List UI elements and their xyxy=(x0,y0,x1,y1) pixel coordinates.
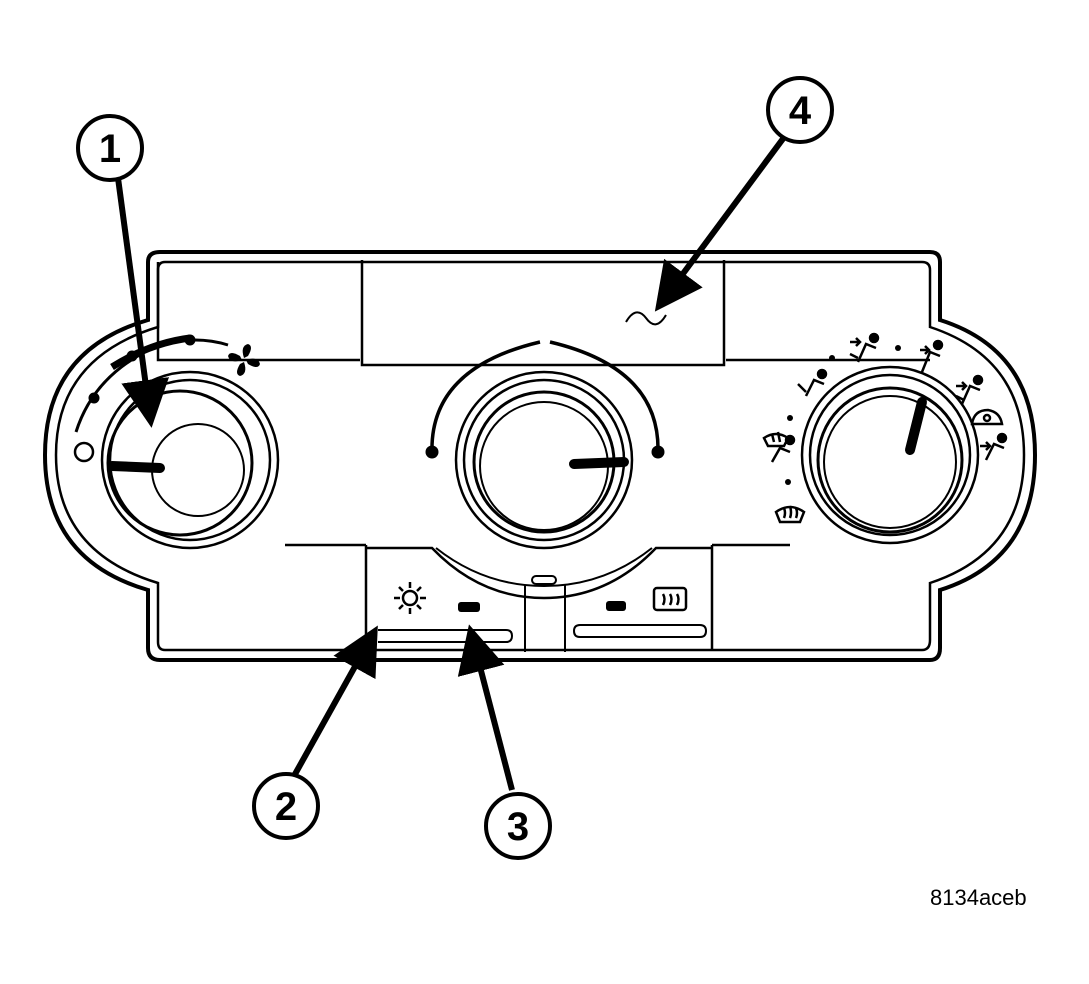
callout-leaders xyxy=(115,130,791,791)
rear-defrost-button[interactable] xyxy=(572,624,708,638)
reference-code: 8134aceb xyxy=(930,885,1027,910)
blower-speed-scale xyxy=(74,334,229,433)
recirculation-icon xyxy=(970,408,1004,426)
panel-mode-icon xyxy=(920,339,944,373)
mode-dots xyxy=(785,345,901,485)
ac-button[interactable] xyxy=(378,629,514,643)
panel-tilde-mark xyxy=(625,311,667,326)
callout-2-label: 2 xyxy=(275,785,297,829)
temperature-scale xyxy=(425,340,665,459)
floor-mode-icon xyxy=(797,368,828,397)
bi-level-mode-icon xyxy=(849,332,880,363)
fan-icon xyxy=(228,344,260,376)
defrost-floor-left-icon xyxy=(762,431,796,463)
mix-mode-icon xyxy=(955,374,984,405)
snowflake-sun-icon xyxy=(394,582,426,614)
temperature-control-knob[interactable] xyxy=(454,370,634,550)
ac-indicator-lamp xyxy=(458,602,480,612)
callout-1-label: 1 xyxy=(99,127,121,171)
callout-3-label: 3 xyxy=(507,805,529,849)
rear-defrost-icon xyxy=(652,586,688,612)
off-circle-icon xyxy=(73,441,95,463)
rear-defrost-indicator-lamp xyxy=(606,601,626,611)
callout-4: 4 xyxy=(766,76,834,144)
control-panel-face xyxy=(42,250,1038,662)
callout-1: 1 xyxy=(76,114,144,182)
blower-motor-switch-knob[interactable] xyxy=(100,370,280,550)
defrost-floor-mode-icon xyxy=(980,432,1008,461)
leader-4 xyxy=(654,130,791,312)
callout-3: 3 xyxy=(484,792,552,860)
callout-2: 2 xyxy=(252,772,320,840)
leader-3 xyxy=(457,624,515,791)
front-defrost-icon xyxy=(774,505,806,524)
leader-1 xyxy=(115,177,169,428)
callout-4-label: 4 xyxy=(789,89,812,133)
leader-2 xyxy=(291,625,378,778)
mode-control-knob[interactable] xyxy=(800,365,980,545)
